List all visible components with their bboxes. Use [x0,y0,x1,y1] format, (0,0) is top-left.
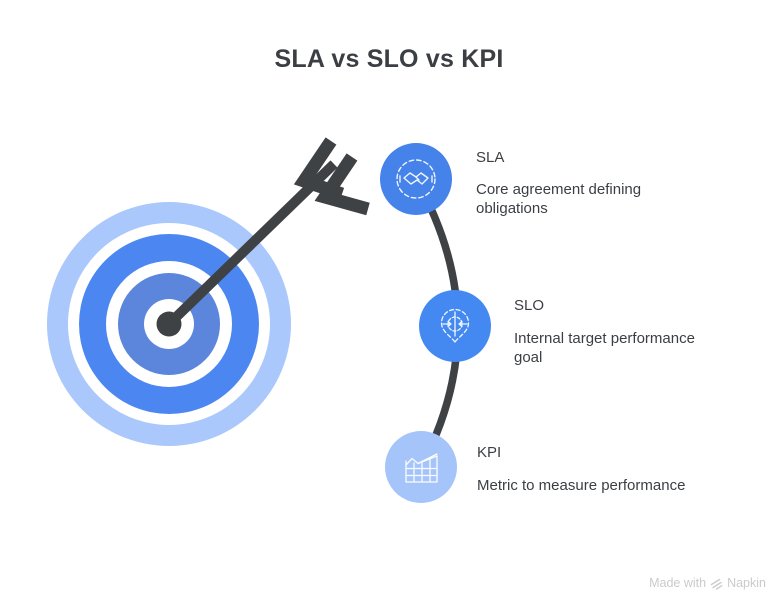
node-sla [380,143,452,215]
chart-grid-icon [405,453,438,483]
node-slo [419,290,491,362]
node-kpi [385,431,457,503]
node-label-slo: SLO [514,297,545,314]
location-target-icon [440,308,470,343]
node-description-slo: Internal target performance goal [514,330,695,366]
watermark: Made with Napkin [649,576,766,590]
watermark-brand: Napkin [727,576,766,590]
target-ring-gap [144,299,194,349]
page-title: SLA vs SLO vs KPI [274,45,504,73]
handshake-icon [396,159,436,199]
watermark-prefix: Made with [649,576,707,590]
arrow-feather-icon [314,153,370,216]
node-description-kpi: Metric to measure performance [477,477,686,494]
node-label-sla: SLA [476,149,505,166]
napkin-logo-icon [710,578,723,590]
node-description-sla: Core agreement defining obligations [476,181,642,217]
arrow-feather-icon [293,137,345,201]
node-label-kpi: KPI [477,444,502,461]
